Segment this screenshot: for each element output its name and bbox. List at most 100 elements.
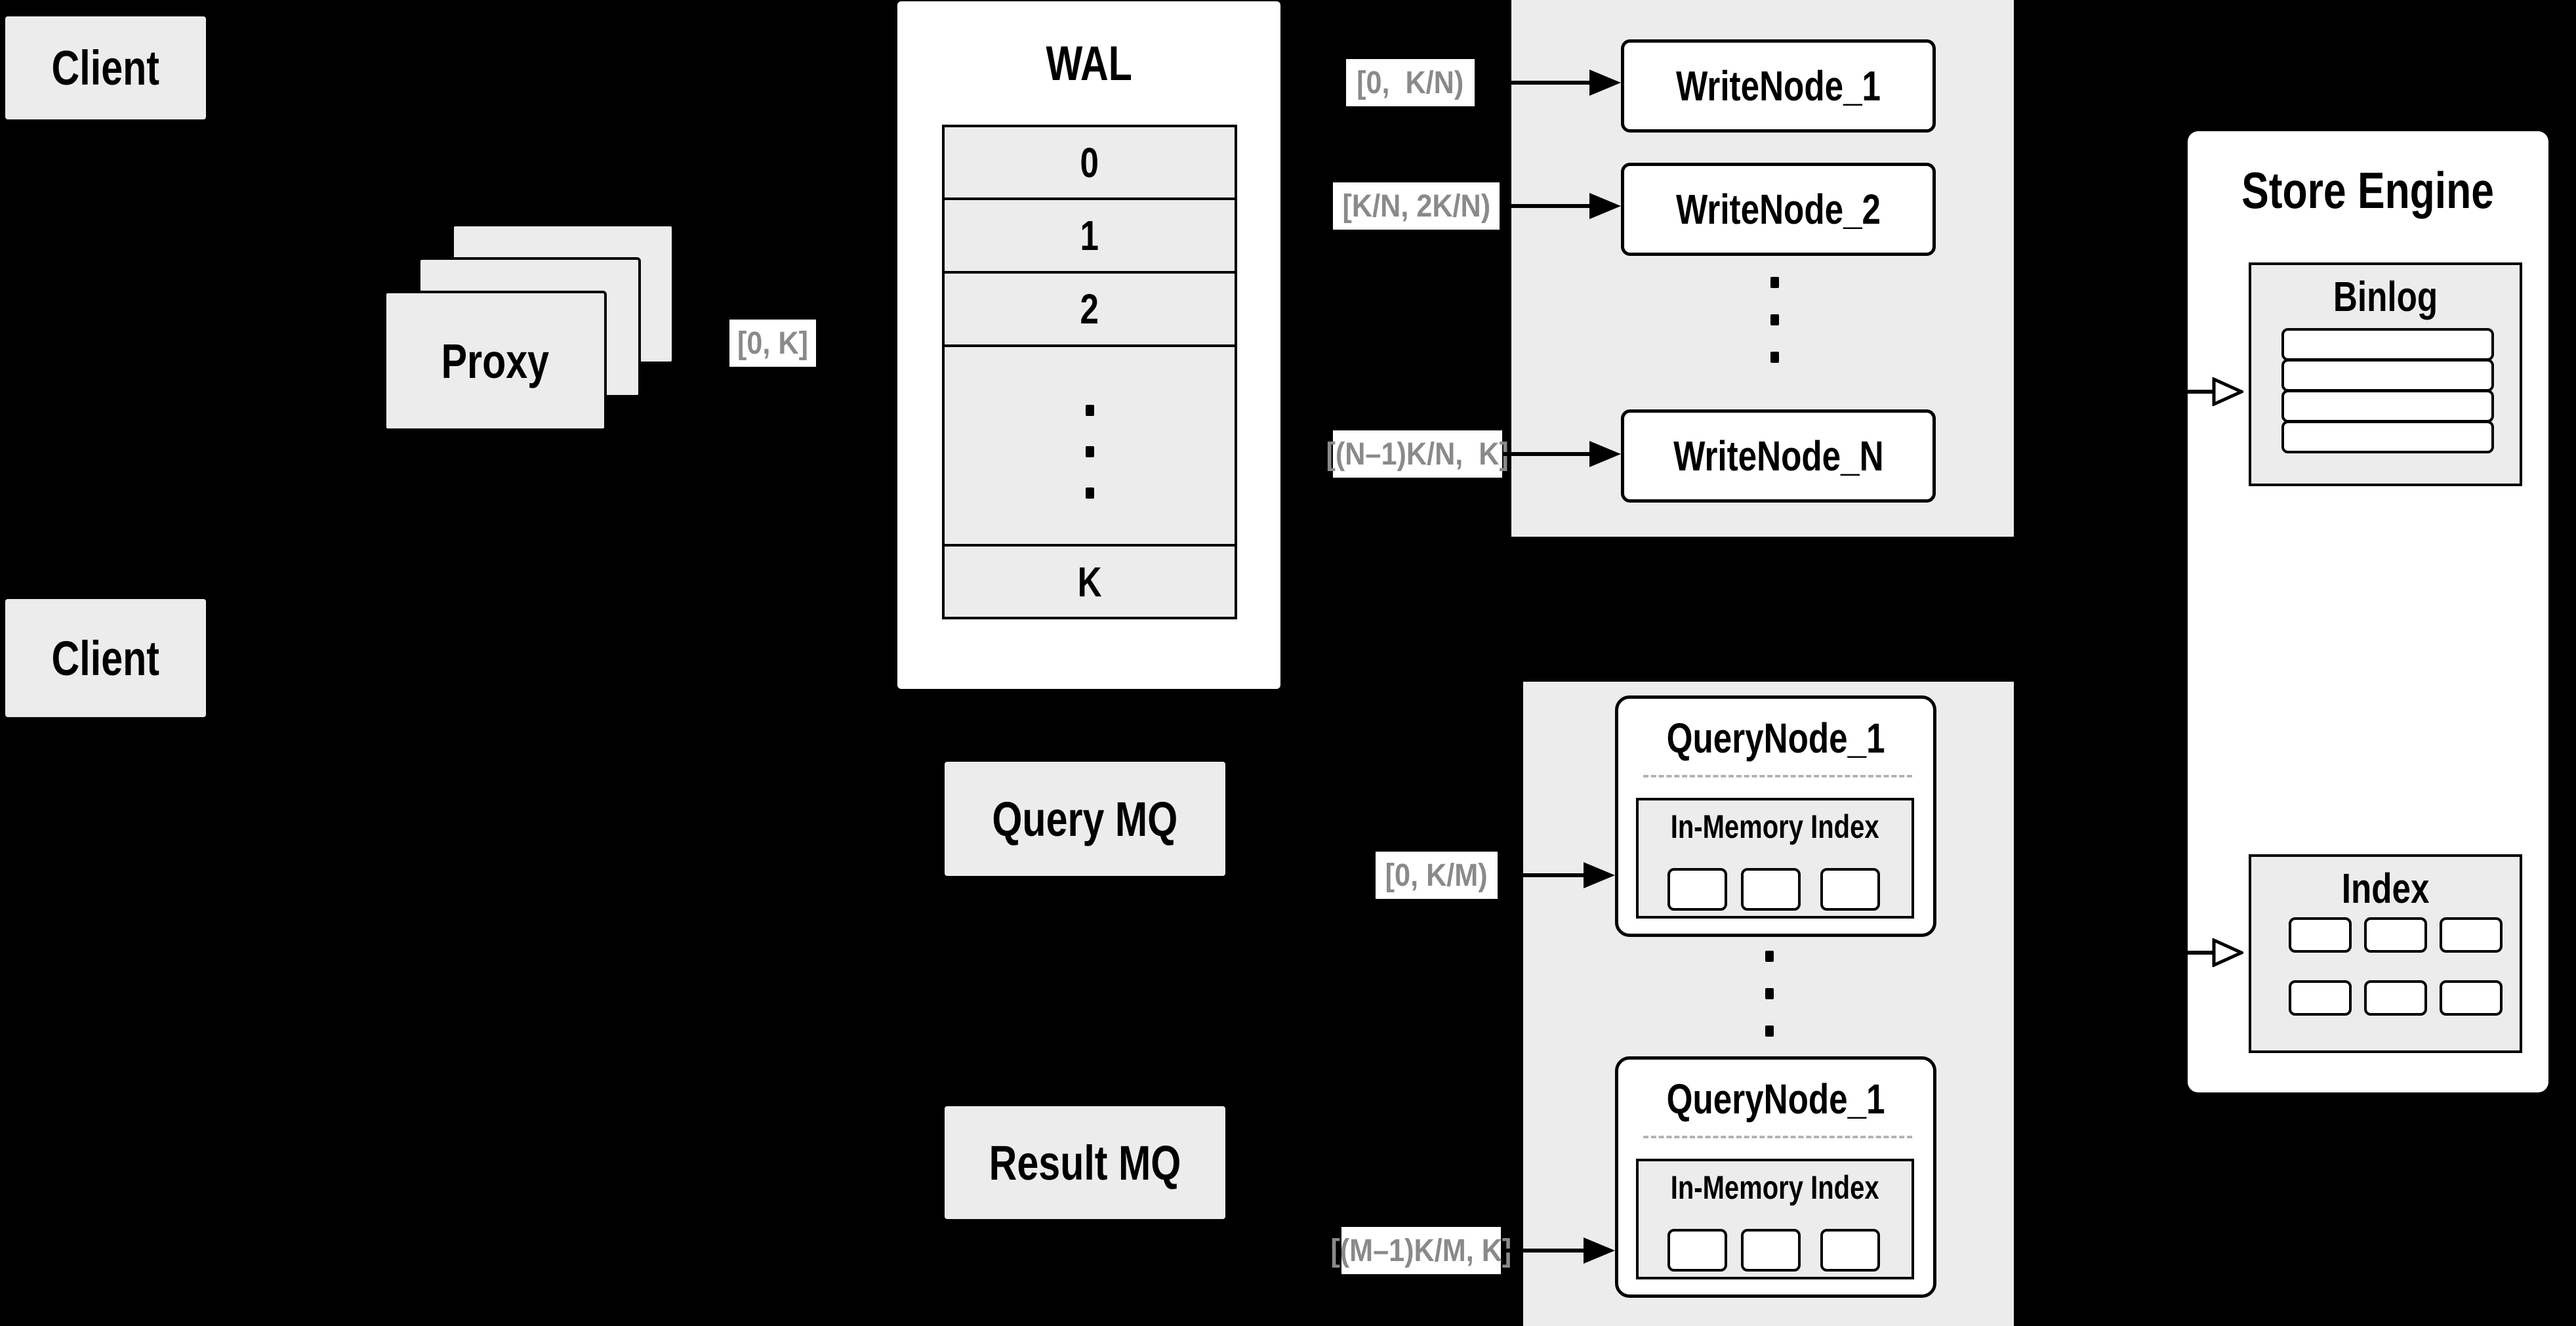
query-node-top-title-text: QueryNode_1	[1666, 715, 1885, 762]
hollow-arrow-head-binlog	[2212, 377, 2243, 406]
ellipsis-dot	[1770, 352, 1779, 363]
in-memory-index-bottom-text: In-Memory Index	[1671, 1169, 1879, 1206]
arrow-head-write-n	[1589, 441, 1621, 467]
write-node-2-label: WriteNode_2	[1675, 186, 1881, 233]
arrow-head-write-2	[1589, 193, 1621, 219]
in-memory-index-top: In-Memory Index	[1636, 798, 1914, 919]
wal-title: WAL	[897, 33, 1280, 93]
arrow-line-write-1	[1475, 81, 1589, 85]
write-node-1-label: WriteNode_1	[1675, 62, 1881, 110]
result-mq-label: Result MQ	[989, 1135, 1181, 1190]
query-node-bottom: QueryNode_1 In-Memory Index	[1615, 1056, 1936, 1298]
wal-segment-row: K	[942, 544, 1237, 619]
segment-cell	[1741, 1229, 1801, 1272]
write-node-1: WriteNode_1	[1621, 39, 1936, 133]
arrow-line-write-2	[1500, 204, 1589, 208]
arrow-line-query-first	[1498, 873, 1584, 877]
wal-segment-row: 0	[942, 125, 1237, 200]
index-title-text: Index	[2341, 865, 2430, 912]
index-cell	[2364, 917, 2427, 953]
binlog-row	[2281, 359, 2494, 392]
wal-segment-row: 2	[942, 271, 1237, 347]
range-label-write-n-text: [(N–1)K/N, K]	[1326, 436, 1509, 472]
divider-dashed	[1643, 775, 1912, 777]
write-node-2: WriteNode_2	[1621, 163, 1936, 256]
index-cell	[2289, 917, 2352, 953]
write-node-n-label: WriteNode_N	[1673, 432, 1884, 480]
segment-cell	[1667, 1229, 1727, 1272]
binlog-box: Binlog	[2249, 262, 2522, 486]
range-label-write-1-text: [0, K/N)	[1357, 65, 1464, 100]
arrow-head-write-1	[1589, 70, 1621, 96]
wal-segment-table: 0 1 2 K	[942, 125, 1237, 619]
query-mq-box: Query MQ	[945, 762, 1225, 876]
binlog-title-text: Binlog	[2333, 273, 2438, 320]
range-label-write-2: [K/N, 2K/N)	[1333, 182, 1500, 230]
arrow-head-query-last	[1584, 1237, 1615, 1264]
segment-cell	[1820, 868, 1880, 911]
store-engine-title-text: Store Engine	[2241, 161, 2495, 219]
arrow-line-index	[2170, 951, 2213, 955]
index-cell	[2440, 917, 2503, 953]
ellipsis-dot	[1765, 951, 1774, 962]
query-node-bottom-title: QueryNode_1	[1618, 1075, 1933, 1123]
index-title: Index	[2251, 862, 2520, 915]
range-label-write-n: [(N–1)K/N, K]	[1326, 430, 1509, 478]
result-mq-box: Result MQ	[945, 1106, 1225, 1219]
index-cell	[2289, 980, 2352, 1016]
in-memory-index-top-title: In-Memory Index	[1639, 806, 1912, 848]
ellipsis-dot	[1770, 277, 1779, 288]
in-memory-index-top-text: In-Memory Index	[1671, 808, 1879, 845]
binlog-title: Binlog	[2251, 270, 2520, 323]
wal-segment-0: 0	[1080, 138, 1099, 186]
ellipsis-dot	[1086, 487, 1094, 499]
range-label-query-first-text: [0, K/M)	[1385, 858, 1488, 893]
in-memory-index-bottom: In-Memory Index	[1636, 1159, 1914, 1279]
client-box-top: Client	[5, 16, 206, 119]
range-label-proxy-out-text: [0, K]	[737, 325, 808, 361]
ellipsis-dot	[1770, 314, 1779, 325]
index-cell	[2364, 980, 2427, 1016]
arrow-line-write-n	[1502, 452, 1589, 456]
wal-segment-2: 2	[1080, 285, 1099, 333]
arrow-line-binlog	[2170, 390, 2213, 394]
binlog-row	[2281, 390, 2494, 423]
store-engine-title: Store Engine	[2188, 157, 2548, 223]
ellipsis-dot	[1086, 405, 1094, 416]
wal-ellipsis-row	[942, 344, 1237, 547]
range-label-query-last: [(M–1)K/M, K]	[1331, 1227, 1511, 1274]
ellipsis-dot	[1086, 446, 1094, 457]
query-node-top: QueryNode_1 In-Memory Index	[1615, 695, 1936, 937]
client-box-bottom: Client	[5, 599, 206, 717]
segment-cell	[1741, 868, 1801, 911]
wal-title-text: WAL	[1046, 35, 1132, 91]
arrow-head-query-first	[1584, 862, 1615, 888]
query-mq-label: Query MQ	[992, 791, 1178, 846]
proxy-card-front: Proxy	[384, 291, 607, 431]
store-engine-panel: Store Engine Binlog Index	[2188, 131, 2548, 1092]
wal-segment-k: K	[1077, 558, 1102, 606]
in-memory-index-bottom-title: In-Memory Index	[1639, 1167, 1912, 1209]
client-top-label: Client	[51, 41, 160, 95]
arrow-line-query-last	[1501, 1249, 1584, 1253]
range-label-query-first: [0, K/M)	[1376, 852, 1498, 899]
segment-cell	[1667, 868, 1727, 911]
range-label-write-2-text: [K/N, 2K/N)	[1342, 188, 1490, 224]
write-node-n: WriteNode_N	[1621, 409, 1936, 503]
range-label-proxy-out: [0, K]	[729, 320, 816, 367]
wal-panel: WAL 0 1 2 K	[897, 1, 1280, 689]
ellipsis-dot	[1765, 988, 1774, 999]
query-node-bottom-title-text: QueryNode_1	[1666, 1075, 1885, 1123]
binlog-row	[2281, 328, 2494, 361]
hollow-arrow-head-index	[2212, 938, 2243, 967]
segment-cell	[1820, 1229, 1880, 1272]
query-node-top-title: QueryNode_1	[1618, 715, 1933, 762]
index-cell	[2440, 980, 2503, 1016]
range-label-write-1: [0, K/N)	[1346, 59, 1475, 106]
client-bottom-label: Client	[51, 631, 160, 686]
index-box: Index	[2249, 854, 2522, 1053]
range-label-query-last-text: [(M–1)K/M, K]	[1330, 1233, 1512, 1268]
binlog-row	[2281, 421, 2494, 453]
wal-segment-row: 1	[942, 197, 1237, 274]
